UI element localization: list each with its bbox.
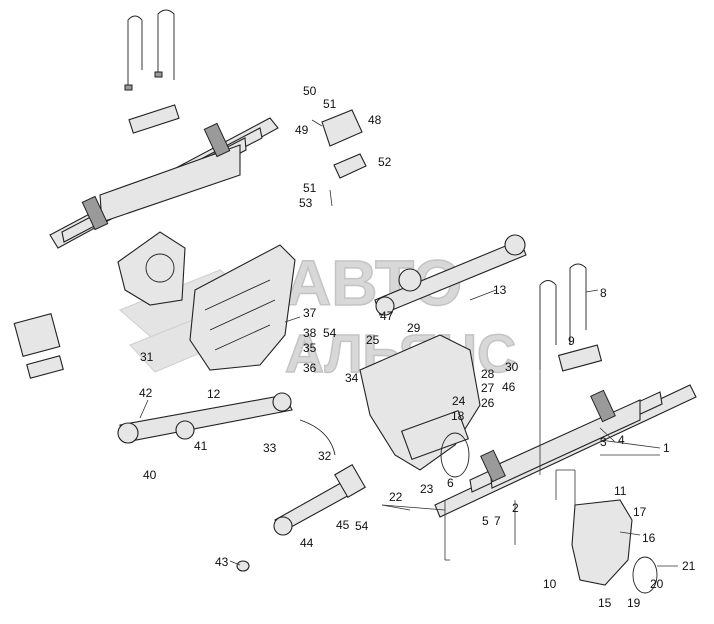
- callout-41: 41: [194, 439, 208, 453]
- callout-29: 29: [407, 321, 421, 335]
- callout-34: 34: [345, 371, 359, 385]
- callout-51-lower: 51: [303, 181, 317, 195]
- callout-46: 46: [502, 380, 516, 394]
- callout-21: 21: [682, 559, 696, 573]
- callout-6: 6: [447, 476, 454, 490]
- callout-15: 15: [598, 596, 612, 610]
- callout-52: 52: [378, 155, 392, 169]
- callout-30: 30: [505, 360, 519, 374]
- callout-16: 16: [642, 531, 656, 545]
- leader-lines: [139, 289, 678, 567]
- callout-42: 42: [139, 386, 153, 400]
- callout-19: 19: [627, 596, 641, 610]
- u-bolt-pair-upper: [124, 9, 175, 91]
- callout-33: 33: [263, 441, 277, 455]
- callout-1: 1: [663, 441, 670, 455]
- callout-9: 9: [568, 334, 575, 348]
- callout-48: 48: [368, 113, 382, 127]
- callout-49: 49: [295, 123, 309, 137]
- callout-12: 12: [207, 387, 221, 401]
- callout-5: 5: [482, 514, 489, 528]
- callout-26: 26: [481, 396, 495, 410]
- callout-35: 35: [303, 341, 317, 355]
- u-bolt-pair-lower: [539, 263, 603, 372]
- rod-32: [299, 419, 336, 456]
- callout-17: 17: [633, 505, 647, 519]
- callout-31: 31: [140, 350, 154, 364]
- callout-50: 50: [303, 84, 317, 98]
- callout-3: 3: [600, 435, 607, 449]
- callout-37: 37: [303, 306, 317, 320]
- callout-36: 36: [303, 361, 317, 375]
- callout-54-lower: 54: [355, 519, 369, 533]
- torque-rod-upper: [374, 234, 527, 316]
- callout-54-upper: 54: [323, 326, 337, 340]
- bracket-group-48-52: [311, 109, 367, 207]
- callout-2: 2: [512, 501, 519, 515]
- callout-47: 47: [380, 309, 394, 323]
- callout-27: 27: [481, 381, 495, 395]
- callout-22: 22: [389, 490, 403, 504]
- lower-leaf-spring: [434, 384, 697, 518]
- callout-45: 45: [336, 518, 350, 532]
- callout-40: 40: [143, 468, 157, 482]
- hub-bracket-lower-right: [571, 499, 658, 594]
- callout-4: 4: [618, 433, 625, 447]
- callout-8: 8: [600, 286, 607, 300]
- datum-lines: [444, 370, 660, 561]
- callout-24: 24: [452, 394, 466, 408]
- callout-32: 32: [318, 449, 332, 463]
- callout-labels: 1 2 3 4 5 6 7 8 9 10 11 12 13 15 16 17 1…: [139, 84, 696, 610]
- upper-leaf-spring: [49, 117, 279, 249]
- callout-38: 38: [303, 326, 317, 340]
- shock-rod-lower: [236, 463, 366, 572]
- callout-7: 7: [494, 514, 501, 528]
- callout-11: 11: [614, 484, 627, 498]
- callout-25: 25: [366, 333, 380, 347]
- watermark: АВТО АЛЬЯНС: [119, 246, 517, 385]
- callout-51-upper: 51: [323, 97, 337, 111]
- callout-43: 43: [215, 555, 229, 569]
- saddle-plate: [128, 104, 180, 134]
- central-bracket-assembly: [359, 334, 481, 478]
- callout-10: 10: [543, 577, 557, 591]
- callout-13: 13: [493, 283, 507, 297]
- frame-bracket-left: [189, 244, 296, 371]
- callout-44: 44: [300, 536, 314, 550]
- balance-bracket-left: [117, 231, 186, 306]
- torque-rod-lower-left: [117, 392, 293, 444]
- callout-28: 28: [481, 367, 495, 381]
- callout-18: 18: [451, 409, 465, 423]
- callout-20: 20: [650, 577, 664, 591]
- callout-53: 53: [299, 196, 313, 210]
- rubber-blocks-left: [13, 312, 64, 379]
- callout-23: 23: [420, 482, 434, 496]
